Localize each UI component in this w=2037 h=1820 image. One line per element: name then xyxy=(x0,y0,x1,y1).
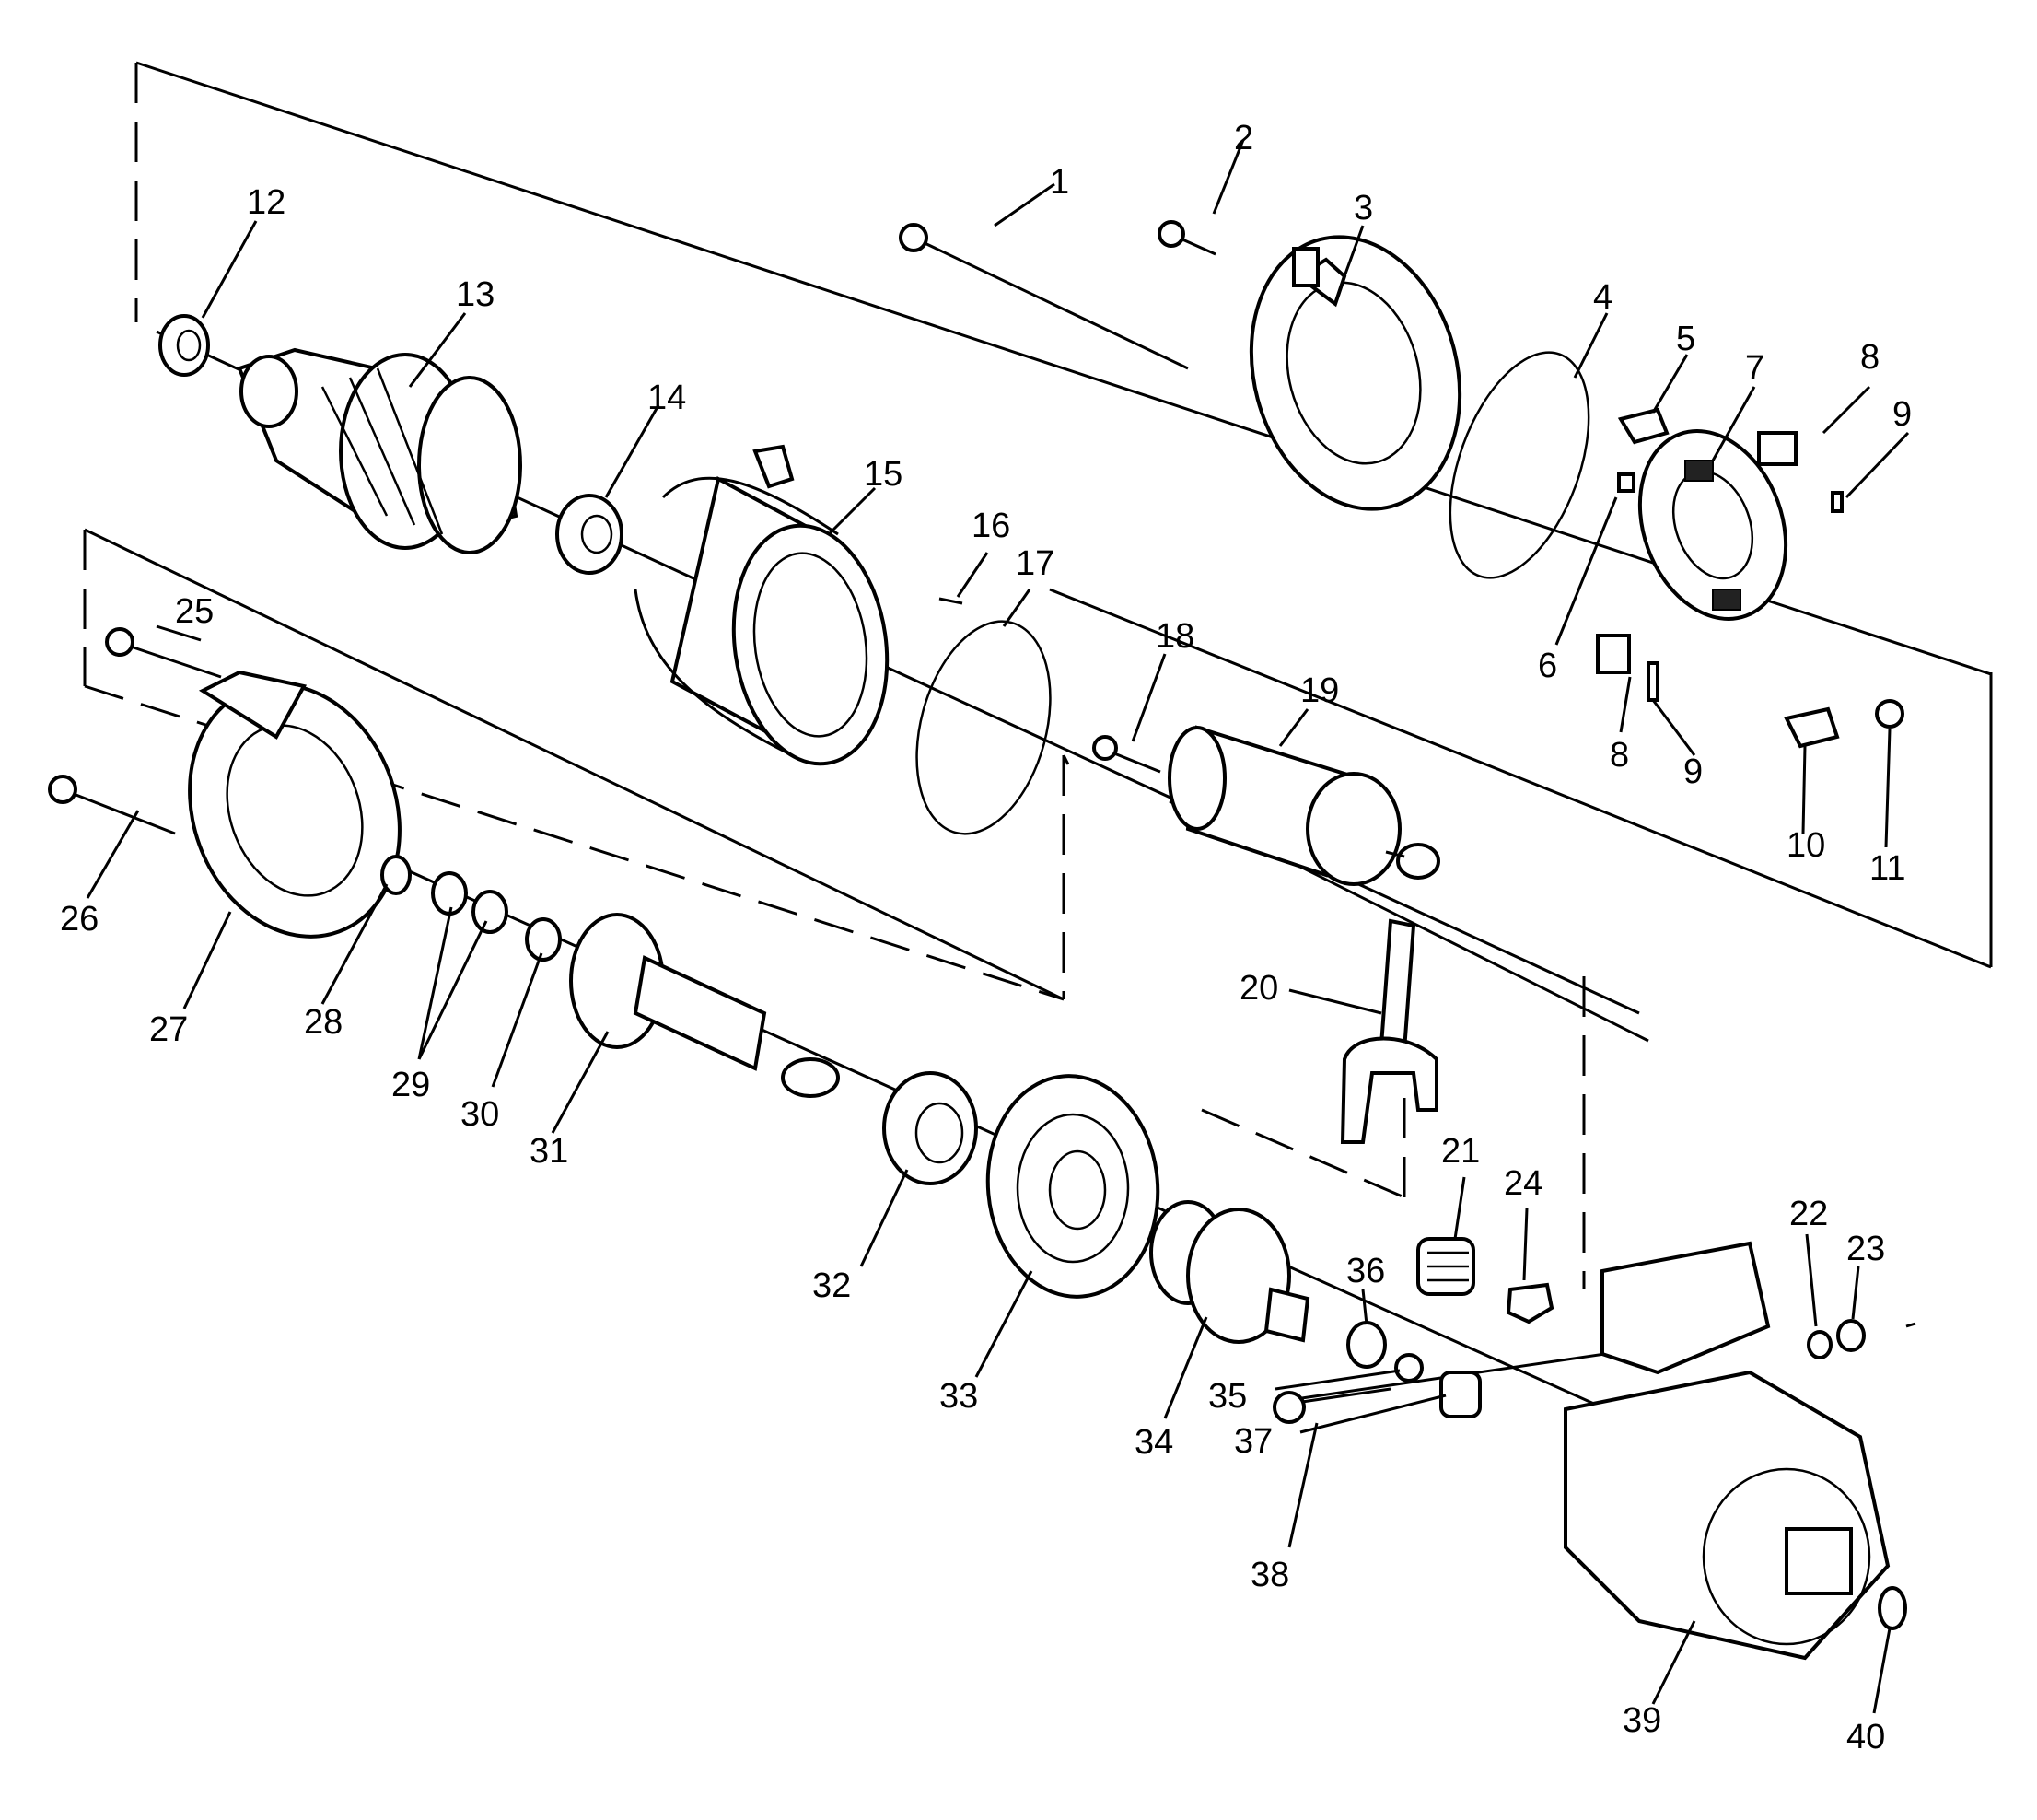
label-part-4: 4 xyxy=(1593,278,1612,317)
bolt-part-25 xyxy=(105,627,222,679)
callout-labels: 1 2 3 4 5 6 7 8 9 8 9 10 11 12 13 14 15 … xyxy=(60,119,1912,1756)
bearing-part-14 xyxy=(555,494,623,575)
label-part-14: 14 xyxy=(647,379,686,417)
label-part-25: 25 xyxy=(175,592,214,631)
clip-part-35 xyxy=(1394,1353,1424,1382)
label-part-27: 27 xyxy=(149,1010,188,1049)
bearing-part-32 xyxy=(882,1071,978,1185)
washer-part-29b xyxy=(471,890,508,934)
screw-part-2 xyxy=(1158,220,1216,256)
label-part-16: 16 xyxy=(972,507,1010,545)
o-ring-part-4 xyxy=(1449,351,1590,579)
washer-part-30 xyxy=(525,917,562,962)
label-part-37: 37 xyxy=(1234,1422,1273,1461)
armature-part-13 xyxy=(237,347,522,554)
bearing-part-12 xyxy=(158,314,210,377)
through-bolt-part-1 xyxy=(899,223,1189,370)
bolt-part-26 xyxy=(48,775,176,835)
brush-part-8-lower xyxy=(1596,634,1631,674)
label-part-38: 38 xyxy=(1251,1556,1289,1594)
label-part-9-lower: 9 xyxy=(1683,752,1703,791)
gear-carrier-part-31 xyxy=(569,913,840,1098)
collar-part-36 xyxy=(1346,1321,1387,1369)
brush-holder-plate-part-7 xyxy=(1637,429,1788,621)
washer-part-29a xyxy=(431,871,468,916)
label-part-39: 39 xyxy=(1623,1701,1661,1740)
drive-assembly-part-34 xyxy=(1149,1200,1310,1344)
label-part-32: 32 xyxy=(812,1266,851,1305)
label-part-36: 36 xyxy=(1346,1252,1385,1290)
label-part-6: 6 xyxy=(1538,647,1557,685)
armature-group-boundary xyxy=(134,61,1993,969)
drive-group-boundary xyxy=(83,528,1070,1001)
label-part-17: 17 xyxy=(1016,544,1054,583)
field-frame-part-15 xyxy=(634,444,890,766)
label-part-24: 24 xyxy=(1504,1164,1542,1203)
washer-part-40 xyxy=(1878,1586,1907,1630)
screw-part-6 xyxy=(1617,472,1635,493)
label-part-10: 10 xyxy=(1787,826,1825,865)
label-part-35: 35 xyxy=(1208,1377,1247,1416)
screw-part-9-upper xyxy=(1831,491,1844,513)
washer-part-22 xyxy=(1807,1330,1833,1359)
nut-axis-line xyxy=(1905,1322,1916,1328)
nut-part-11 xyxy=(1875,699,1904,729)
label-part-21: 21 xyxy=(1441,1132,1480,1171)
label-part-29: 29 xyxy=(391,1066,430,1104)
brush-part-8-upper xyxy=(1757,431,1798,466)
screw-part-9-lower xyxy=(1647,661,1659,702)
key-part-16 xyxy=(938,597,963,605)
brush-spring-part-10 xyxy=(1784,706,1840,749)
label-part-9-upper: 9 xyxy=(1892,395,1912,434)
label-part-5: 5 xyxy=(1676,320,1695,358)
label-part-19: 19 xyxy=(1300,671,1339,710)
label-part-18: 18 xyxy=(1156,617,1194,656)
label-part-2: 2 xyxy=(1234,119,1253,158)
label-part-28: 28 xyxy=(304,1003,343,1042)
drive-housing-part-27 xyxy=(188,670,402,939)
solenoid-group-boundary xyxy=(1201,976,1586,1289)
label-part-23: 23 xyxy=(1846,1230,1885,1268)
collar-part-37 xyxy=(1439,1371,1482,1418)
boot-part-24 xyxy=(1506,1282,1554,1324)
label-part-30: 30 xyxy=(460,1095,499,1134)
leader-lines xyxy=(86,139,1910,1714)
commutator-end-frame-part-3 xyxy=(1249,235,1462,511)
label-part-40: 40 xyxy=(1846,1718,1885,1756)
plunger-part-21 xyxy=(1416,1237,1475,1296)
label-part-8-upper: 8 xyxy=(1860,338,1880,377)
drive-end-housing-part-39 xyxy=(1564,1241,1891,1661)
label-part-26: 26 xyxy=(60,900,99,939)
label-part-11: 11 xyxy=(1869,849,1905,888)
o-ring-part-17 xyxy=(915,620,1052,835)
label-part-15: 15 xyxy=(864,455,902,494)
label-part-1: 1 xyxy=(1050,163,1069,202)
solenoid-part-19 xyxy=(1168,725,1440,886)
label-part-31: 31 xyxy=(530,1132,568,1171)
label-part-33: 33 xyxy=(939,1377,978,1416)
label-part-20: 20 xyxy=(1240,969,1278,1008)
shift-lever-part-20 xyxy=(1340,918,1438,1144)
label-part-12: 12 xyxy=(247,183,285,222)
brush-part-5 xyxy=(1617,407,1670,445)
nut-part-23 xyxy=(1836,1319,1866,1352)
label-part-22: 22 xyxy=(1789,1195,1828,1233)
label-part-7: 7 xyxy=(1745,349,1764,388)
label-part-8-lower: 8 xyxy=(1610,736,1629,775)
washer-part-28 xyxy=(380,855,412,895)
bolt-part-38 xyxy=(1273,1387,1391,1424)
label-part-34: 34 xyxy=(1135,1423,1173,1462)
screw-part-18 xyxy=(1092,735,1161,774)
label-part-13: 13 xyxy=(456,275,495,314)
label-part-3: 3 xyxy=(1354,189,1373,228)
ring-gear-plate-part-33 xyxy=(985,1074,1160,1299)
